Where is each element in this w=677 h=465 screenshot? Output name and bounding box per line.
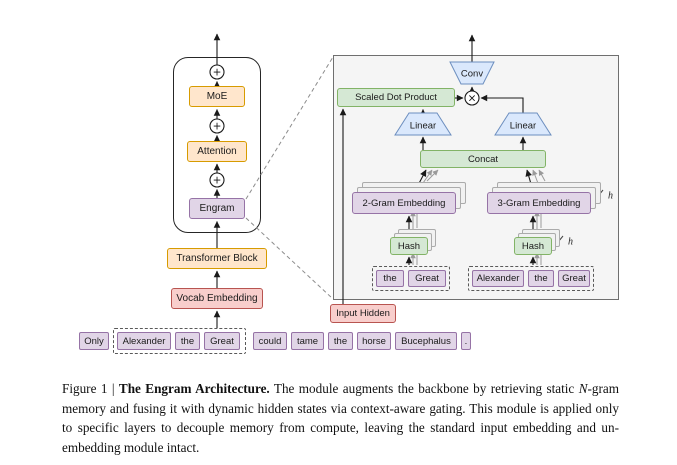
transformer-block-label: Transformer Block (176, 253, 258, 264)
diagram-connectors: Conv Linear Linear + + + × h h (209, 33, 613, 328)
token-great: Great (204, 332, 240, 350)
token-label: the (534, 273, 548, 284)
token-the-2: the (328, 332, 353, 350)
detail-token-the-right: the (528, 270, 554, 287)
hash-right-label: Hash (521, 240, 545, 252)
arrow-3gram-stack-2 (538, 169, 546, 182)
linear-left-label: Linear (410, 121, 436, 132)
caption-italic-n: N (578, 381, 588, 396)
add-symbol-top: + (213, 67, 222, 79)
token-label: Great (210, 335, 234, 347)
2gram-embedding-block: 2-Gram Embedding (352, 192, 456, 214)
token-label: Alexander (122, 335, 166, 347)
multiply-symbol: × (468, 93, 477, 105)
h-label-embedding: h (608, 191, 613, 202)
h-label-hash: h (568, 237, 573, 248)
moe-block: MoE (189, 86, 245, 107)
token-period: . (461, 332, 471, 350)
concat-label: Concat (467, 153, 499, 165)
attention-label: Attention (197, 146, 237, 157)
3gram-tokens-dashed-box (468, 266, 594, 291)
zoom-line-top (245, 56, 334, 200)
caption-figure-number: Figure 1 | (62, 381, 119, 396)
token-label: the (180, 335, 195, 347)
concat-block: Concat (420, 150, 546, 168)
scaled-dot-product-block: Scaled Dot Product (337, 88, 455, 107)
linear-right-trapezoid (494, 112, 552, 136)
arrow-linear-right-to-mult (480, 94, 524, 113)
detail-token-great-right: Great (558, 270, 590, 287)
arrow-2gram-stack-2 (426, 169, 439, 182)
detail-token-the-left: the (376, 270, 404, 287)
token-could: could (253, 332, 287, 350)
caption-title: The Engram Architecture. (118, 381, 270, 396)
token-label: Bucephalus (401, 335, 451, 347)
linear-right-label: Linear (510, 121, 536, 132)
token-label: Only (84, 335, 104, 347)
token-label: Great (562, 273, 586, 284)
3gram-embedding-block: 3-Gram Embedding (487, 192, 591, 214)
token-label: Alexander (476, 273, 520, 284)
token-tame: tame (291, 332, 324, 350)
detail-token-alexander: Alexander (472, 270, 524, 287)
transformer-block: Transformer Block (167, 248, 267, 269)
engram-label: Engram (199, 203, 235, 214)
conv-trapezoid (449, 61, 495, 85)
ngram-context-dashed-box (113, 328, 246, 354)
token-the-1: the (175, 332, 200, 350)
vocab-embedding-label: Vocab Embedding (176, 293, 258, 304)
multiply-circle (464, 90, 480, 106)
scaled-dot-product-label: Scaled Dot Product (355, 92, 437, 103)
linear-left-trapezoid (394, 112, 452, 136)
vocab-embedding-block: Vocab Embedding (171, 288, 263, 309)
zoom-line-bottom (245, 217, 334, 300)
token-horse: horse (357, 332, 391, 350)
token-label: the (383, 273, 397, 284)
2gram-tokens-dashed-box (372, 266, 450, 291)
token-alexander: Alexander (117, 332, 171, 350)
token-label: could (258, 335, 282, 347)
detail-token-great-left: Great (408, 270, 446, 287)
engram-block: Engram (189, 198, 245, 219)
attention-block: Attention (187, 141, 247, 162)
3gram-embedding-label: 3-Gram Embedding (497, 197, 581, 209)
token-only: Only (79, 332, 109, 350)
hash-left-label: Hash (397, 240, 421, 252)
add-symbol-bottom: + (213, 175, 222, 187)
input-hidden-label: Input Hidden (336, 308, 390, 319)
input-hidden-block: Input Hidden (330, 304, 396, 323)
hash-left-block: Hash (390, 237, 428, 255)
caption-body-2: -gram memory and fusing it with dynamic … (62, 381, 619, 455)
detail-arrows (339, 34, 537, 304)
caption-body-1: The module augments the backbone by retr… (269, 381, 579, 396)
add-symbol-middle: + (213, 121, 222, 133)
token-label: tame (296, 335, 319, 347)
token-label: the (333, 335, 348, 347)
token-bucephalus: Bucephalus (395, 332, 457, 350)
add-circle-bottom (209, 172, 225, 188)
add-circle-middle (209, 118, 225, 134)
token-label: horse (362, 335, 386, 347)
figure-caption: Figure 1 | The Engram Architecture. The … (62, 379, 619, 457)
add-circle-top (209, 64, 225, 80)
token-label: Great (415, 273, 439, 284)
moe-label: MoE (206, 91, 228, 102)
token-label: . (464, 335, 468, 347)
2gram-embedding-label: 2-Gram Embedding (362, 197, 446, 209)
conv-label: Conv (461, 69, 483, 80)
hash-right-block: Hash (514, 237, 552, 255)
